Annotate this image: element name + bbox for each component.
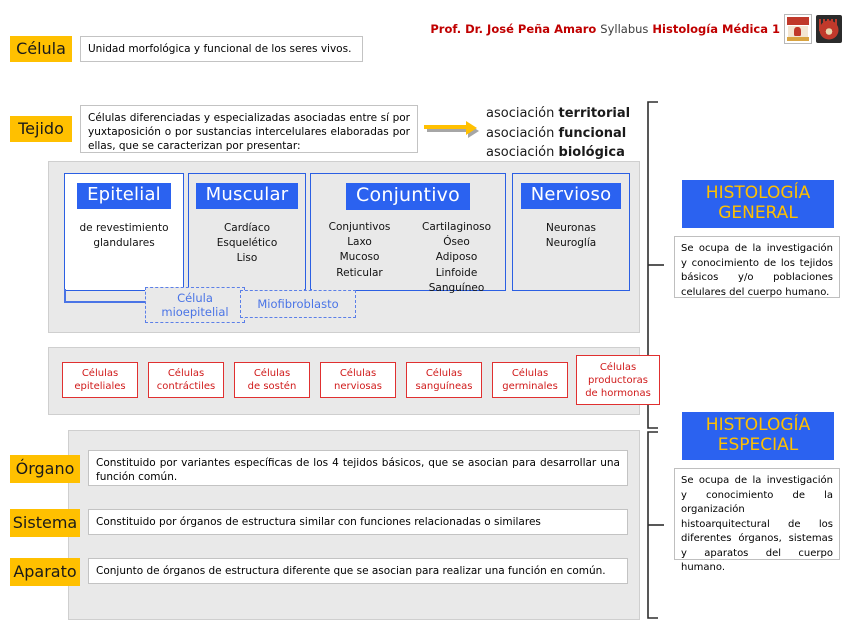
dashed-box-line2: mioepitelial: [161, 305, 229, 319]
dashed-box-celula-mioepitelial[interactable]: Célula mioepitelial: [145, 287, 245, 323]
asociacion-item: asociación biológica: [486, 143, 646, 163]
cell-box-line2: epiteliales: [74, 381, 126, 392]
cell-box-line1: Células: [425, 368, 463, 379]
header-course-title: Histología Médica 1: [652, 22, 780, 36]
tissue-item: Neuronas: [545, 222, 597, 234]
histologia-general-description: Se ocupa de la investigación y conocimie…: [674, 236, 840, 298]
cell-box-line2: de sostén: [247, 381, 297, 392]
asociaciones-list: asociación territorial asociación funcio…: [486, 104, 646, 163]
tissue-title-conjuntivo: Conjuntivo: [346, 183, 470, 210]
tissue-item: de revestimiento: [79, 222, 169, 234]
tissue-item: Adiposo: [435, 251, 478, 264]
dashed-box-line1: Célula: [177, 290, 213, 305]
level-label-celula: Célula: [10, 36, 72, 62]
dashed-box-line1: Miofibroblasto: [257, 296, 339, 311]
cell-box-line2: germinales: [502, 381, 558, 392]
tissue-item: Cartilaginoso: [421, 221, 492, 233]
histologia-especial-description: Se ocupa de la investigación y conocimie…: [674, 468, 840, 573]
asociacion-strong: territorial: [558, 106, 631, 121]
header-middle-word: Syllabus: [600, 22, 649, 36]
histologia-especial-title-line1: HISTOLOGÍA: [705, 415, 811, 436]
tissue-title-epitelial: Epitelial: [77, 183, 171, 209]
tissue-item: Linfoide: [435, 266, 478, 279]
level-label-tejido: Tejido: [10, 116, 72, 142]
connector-line: [64, 301, 147, 303]
asociacion-prefix: asociación: [486, 125, 559, 141]
histologia-especial-title: HISTOLOGÍA ESPECIAL: [682, 412, 834, 460]
tissue-item: Laxo: [347, 236, 372, 249]
cell-box-line2: sanguíneas: [415, 381, 473, 392]
asociacion-item: asociación territorial: [486, 104, 646, 124]
tissue-item: Neuroglía: [545, 237, 597, 250]
tissue-item: Óseo: [443, 236, 470, 249]
tissue-box-epitelial[interactable]: Epitelial de revestimiento glandulares: [64, 173, 184, 291]
tissue-item: Sanguíneo: [428, 281, 485, 294]
medicine-faculty-logo-icon: [816, 15, 842, 43]
cell-box-nerviosas[interactable]: Células nerviosas: [320, 362, 396, 398]
aparato-definition-box: Conjunto de órganos de estructura difere…: [88, 558, 628, 584]
right-arrow-icon: [424, 120, 480, 138]
cell-box-line1: Células: [253, 368, 291, 379]
histologia-general-title: HISTOLOGÍA GENERAL: [682, 180, 834, 228]
tissue-box-nervioso[interactable]: Nervioso Neuronas Neuroglía: [512, 173, 630, 291]
cell-box-line2: contráctiles: [156, 381, 216, 392]
header-credit: Prof. Dr. José Peña Amaro Syllabus Histo…: [430, 14, 842, 44]
cell-box-line1: Células: [339, 368, 377, 379]
tissue-title-muscular: Muscular: [195, 183, 299, 209]
dashed-box-miofibroblasto[interactable]: Miofibroblasto: [240, 290, 356, 318]
cell-box-germinales[interactable]: Células germinales: [492, 362, 568, 398]
tissue-item: Reticular: [336, 266, 383, 279]
unam-shield-logo-icon: [784, 14, 812, 44]
tissue-item: Esquelético: [216, 237, 278, 250]
tejido-definition-box: Células diferenciadas y especializadas a…: [80, 105, 418, 153]
asociacion-prefix: asociación: [486, 106, 559, 121]
tissue-title-nervioso: Nervioso: [520, 183, 622, 209]
tissue-item: Conjuntivos: [328, 221, 391, 233]
organo-definition-box: Constituido por variantes específicas de…: [88, 450, 628, 486]
sistema-definition-box: Constituido por órganos de estructura si…: [88, 509, 628, 535]
upper-brace-icon: [647, 101, 664, 429]
tissue-column-right: Cartilaginoso Óseo Adiposo Linfoide Sang…: [408, 220, 505, 296]
asociacion-strong: funcional: [558, 125, 627, 141]
lower-brace-icon: [647, 431, 664, 619]
level-label-sistema: Sistema: [10, 509, 80, 537]
histologia-especial-title-line2: ESPECIAL: [717, 435, 799, 455]
asociacion-prefix: asociación: [486, 145, 559, 160]
cell-box-productoras-hormonas[interactable]: Células productoras de hormonas: [576, 355, 660, 405]
cell-box-line1: Células: [81, 368, 119, 379]
histologia-general-title-line2: GENERAL: [718, 203, 798, 223]
cell-box-sanguineas[interactable]: Células sanguíneas: [406, 362, 482, 398]
asociacion-item: asociación funcional: [486, 124, 646, 144]
tissue-box-muscular[interactable]: Muscular Cardíaco Esquelético Liso: [188, 173, 306, 291]
asociacion-strong: biológica: [558, 145, 625, 160]
level-label-aparato: Aparato: [10, 558, 80, 586]
cell-box-contractiles[interactable]: Células contráctiles: [148, 362, 224, 398]
histologia-general-title-line1: HISTOLOGÍA: [705, 183, 811, 204]
tissue-item: glandulares: [93, 237, 155, 250]
cell-box-line2: productoras: [587, 374, 649, 386]
level-label-organo: Órgano: [10, 455, 80, 483]
cell-box-line1: Células: [167, 368, 205, 379]
tissue-column-left: Conjuntivos Laxo Mucoso Reticular: [311, 220, 408, 296]
cell-box-line1: Células: [599, 361, 637, 373]
cell-box-de-sosten[interactable]: Células de sostén: [234, 362, 310, 398]
cell-box-line3: de hormonas: [585, 387, 651, 399]
tissue-item: Liso: [236, 252, 258, 265]
celula-definition-box: Unidad morfológica y funcional de los se…: [80, 36, 363, 62]
cell-box-line1: Células: [511, 368, 549, 379]
tissue-item: Mucoso: [339, 251, 380, 264]
header-author: Prof. Dr. José Peña Amaro: [430, 22, 597, 36]
tissue-item: Cardíaco: [223, 222, 271, 234]
tissue-box-conjuntivo[interactable]: Conjuntivo Conjuntivos Laxo Mucoso Retic…: [310, 173, 506, 294]
cell-box-line2: nerviosas: [334, 381, 382, 392]
connector-line: [64, 289, 66, 303]
cell-box-epiteliales[interactable]: Células epiteliales: [62, 362, 138, 398]
